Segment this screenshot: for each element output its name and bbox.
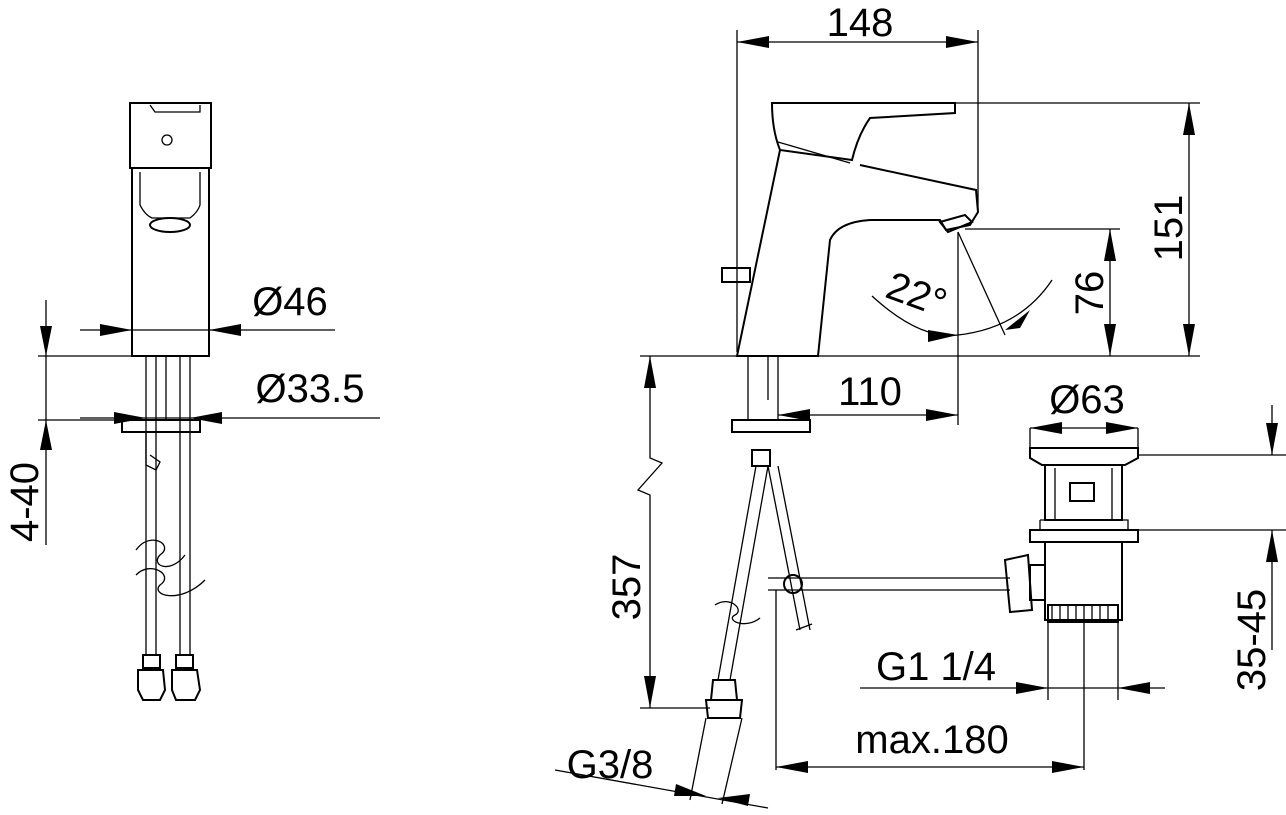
dimension-labels: 148 151 76 22° 110 Ø46 Ø33.5 4-40 357 G3…: [3, 1, 1274, 787]
side-view: [554, 30, 1286, 809]
front-view: [38, 102, 380, 701]
dim-waste-reach: max.180: [855, 718, 1008, 762]
dim-waste-diameter: Ø63: [1049, 378, 1125, 422]
dim-waste-range: 35-45: [1230, 589, 1274, 691]
dim-deck-thickness: 4-40: [3, 462, 47, 542]
dim-hole-diameter: Ø33.5: [256, 367, 365, 411]
dim-spout-height: 76: [1068, 271, 1112, 316]
dim-base-diameter: Ø46: [252, 280, 328, 324]
dim-hose-length: 357: [605, 554, 649, 621]
dim-waste-thread: G1 1/4: [876, 645, 996, 689]
dim-height-total: 151: [1147, 195, 1191, 262]
dim-spout-reach: 110: [838, 370, 902, 414]
dim-width-top: 148: [827, 1, 894, 45]
dim-hose-thread: G3/8: [567, 743, 654, 787]
dim-spout-angle: 22°: [880, 264, 952, 326]
